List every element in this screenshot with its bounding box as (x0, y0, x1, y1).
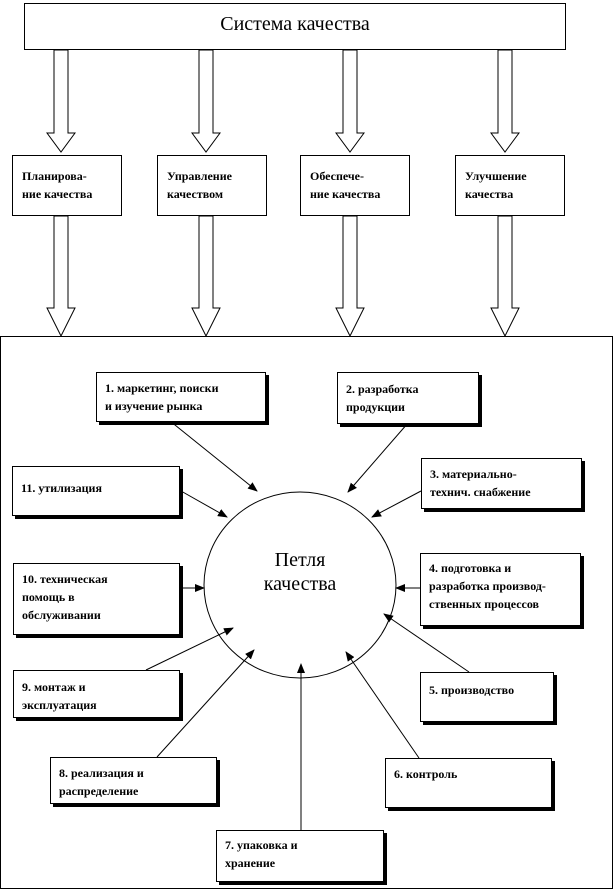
arrow-stage-11 (180, 490, 228, 518)
hollow-arrow-control-loop (191, 215, 221, 338)
system-box: Система качества (24, 3, 566, 50)
stage-5-label: 5. производство (429, 683, 515, 697)
stage-2-label: 2. разработка продукции (346, 382, 419, 414)
hollow-arrow-assurance-loop (335, 215, 365, 338)
stage-7-box: 7. упаковка и хранение (216, 830, 384, 882)
hollow-arrow-planning-loop (46, 215, 76, 338)
stage-2-box: 2. разработка продукции (337, 372, 479, 424)
system-title: Система качества (220, 13, 370, 35)
arrow-stage-2 (347, 422, 409, 493)
arrow-stage-1 (169, 420, 258, 492)
stage-10-label: 10. техническая помощь в обслуживании (22, 572, 108, 622)
stage-6-box: 6. контроль (385, 758, 552, 808)
stage-1-label: 1. маркетинг, поиски и изучение рынка (105, 381, 219, 413)
stage-3-label: 3. материально- технич. снабжение (430, 467, 531, 499)
component-improvement-box: Улучшение качества (455, 155, 565, 216)
component-control-box: Управление качеством (157, 155, 267, 216)
stage-6-label: 6. контроль (394, 767, 458, 781)
stage-7-label: 7. упаковка и хранение (225, 838, 298, 870)
stage-4-box: 4. подготовка и разработка производ- ств… (420, 553, 581, 626)
stage-5-box: 5. производство (420, 672, 554, 722)
arrow-stage-3 (371, 490, 422, 518)
component-planning-label: Планирова- ние качества (22, 169, 93, 201)
component-assurance-label: Обеспече- ние качества (310, 169, 381, 201)
stage-8-box: 8. реализация и распределение (50, 757, 217, 804)
stage-11-box: 11. утилизация (12, 466, 180, 516)
quality-loop-container (0, 336, 613, 889)
hollow-arrow-planning (46, 49, 76, 153)
stage-9-box: 9. монтаж и эксплуатация (13, 670, 180, 718)
component-control-label: Управление качеством (167, 169, 232, 201)
stage-9-label: 9. монтаж и эксплуатация (22, 680, 97, 712)
arrow-stage-5 (383, 613, 470, 673)
arrow-stage-9 (145, 627, 234, 671)
stage-4-label: 4. подготовка и разработка производ- ств… (429, 561, 546, 611)
arrow-stage-6 (345, 651, 420, 759)
stage-3-box: 3. материально- технич. снабжение (421, 458, 582, 509)
stage-10-box: 10. техническая помощь в обслуживании (13, 563, 180, 635)
component-assurance-box: Обеспече- ние качества (300, 155, 410, 216)
hollow-arrow-control (191, 49, 221, 153)
hollow-arrow-assurance (335, 49, 365, 153)
loop-title: Петля качества (263, 549, 337, 595)
hollow-arrow-improvement (490, 49, 520, 153)
stage-11-label: 11. утилизация (21, 481, 102, 495)
stage-8-label: 8. реализация и распределение (59, 766, 144, 798)
component-improvement-label: Улучшение качества (465, 169, 527, 201)
stage-1-box: 1. маркетинг, поиски и изучение рынка (96, 372, 266, 422)
component-planning-box: Планирова- ние качества (12, 155, 122, 216)
arrow-stage-8 (156, 649, 255, 758)
hollow-arrow-improvement-loop (490, 215, 520, 338)
